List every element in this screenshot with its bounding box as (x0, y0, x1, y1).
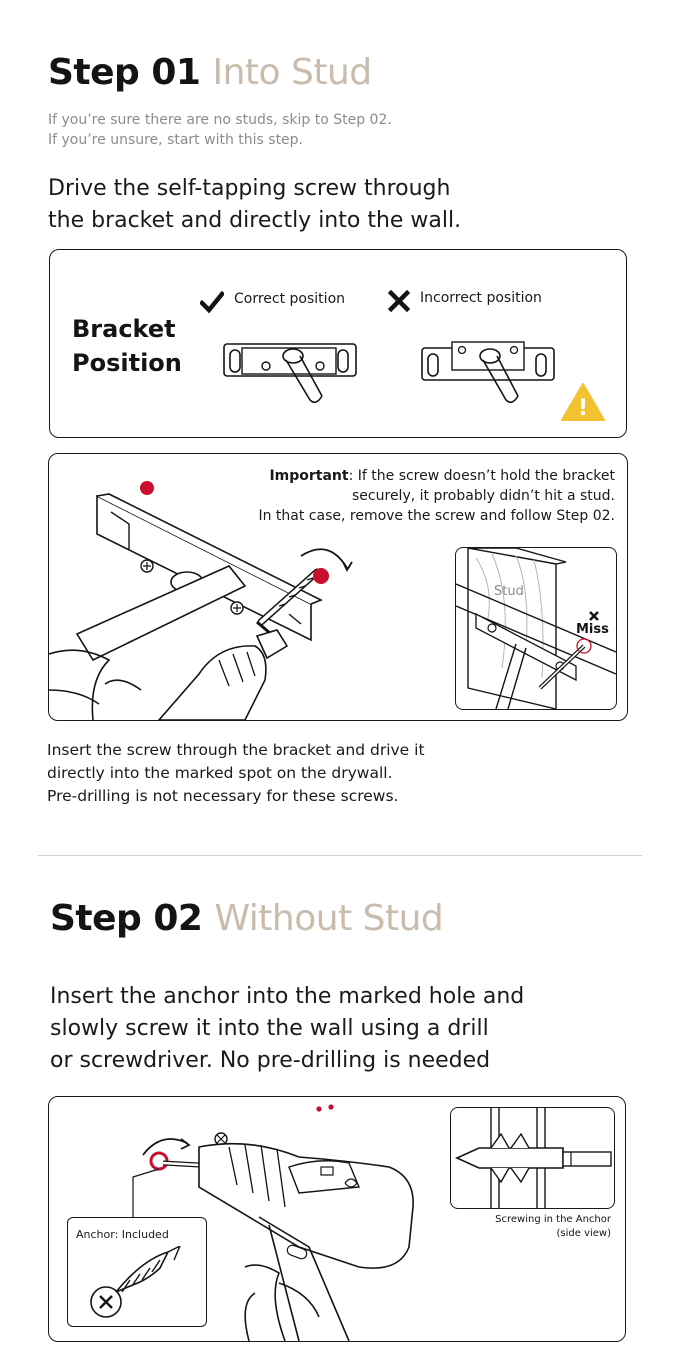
incorrect-position-label: Incorrect position (420, 290, 542, 306)
step2-title: Step 02 Without Stud (50, 898, 444, 939)
section-divider (38, 855, 642, 856)
incorrect-bracket-illustration (421, 341, 555, 404)
step1-lead: Drive the self-tapping screw through the… (48, 173, 461, 237)
drill-bracket-illustration (49, 481, 353, 720)
bracket-heading-line2: Position (72, 349, 182, 377)
step1-body-line2: directly into the marked spot on the dry… (47, 764, 393, 782)
stud-drill-panel: Important: If the screw doesn’t hold the… (48, 453, 628, 721)
check-icon (200, 290, 224, 314)
anchor-drill-illustration (132, 1104, 414, 1341)
important-line1: Important: If the screw doesn’t hold the… (258, 466, 615, 486)
stud-miss-inset: Stud Miss (455, 547, 617, 710)
anchor-rotate-arrow-icon (142, 1138, 188, 1156)
correct-bracket-illustration (223, 343, 357, 404)
step1-lead-line2: the bracket and directly into the wall. (48, 208, 462, 233)
anchor-icon (90, 1246, 181, 1318)
anchor-included-label: Anchor: Included (76, 1228, 169, 1241)
step1-body: Insert the screw through the bracket and… (47, 739, 425, 808)
x-icon (388, 290, 410, 312)
miss-label: Miss (576, 622, 609, 637)
step1-lead-line1: Drive the self-tapping screw through (48, 176, 451, 201)
stud-label: Stud (494, 584, 524, 599)
bracket-heading-line1: Bracket (72, 315, 176, 343)
anchor-included-inset: Anchor: Included (67, 1217, 207, 1327)
step2-lead-line1: Insert the anchor into the marked hole a… (50, 984, 525, 1009)
bracket-position-heading: Bracket Position (72, 312, 182, 380)
mark-dot (140, 481, 154, 495)
side-view-illustration (455, 1108, 612, 1208)
bracket-position-panel: Bracket Position Correct position Incorr… (49, 249, 627, 438)
important-text1: : If the screw doesn’t hold the bracket (348, 468, 615, 484)
step1-title: Step 01 Into Stud (48, 52, 372, 93)
x-mark-icon (589, 611, 599, 621)
side-caption-line1: Screwing in the Anchor (495, 1214, 611, 1225)
step2-lead-line2: slowly screw it into the wall using a dr… (50, 1016, 489, 1041)
step1-note-line1: If you’re sure there are no studs, skip … (48, 112, 392, 128)
important-label: Important (269, 468, 349, 484)
side-view-inset (450, 1107, 615, 1209)
step2-subtitle: Without Stud (214, 898, 444, 939)
step2-lead: Insert the anchor into the marked hole a… (50, 981, 524, 1077)
warning-icon: ! (561, 383, 605, 421)
warning-symbol: ! (578, 396, 588, 421)
step1-body-line1: Insert the screw through the bracket and… (47, 741, 425, 759)
step1-note-line2: If you’re unsure, start with this step. (48, 132, 304, 148)
side-caption-line2: (side view) (556, 1228, 612, 1239)
step2-number: Step 02 (50, 898, 203, 939)
important-line2: securely, it probably didn’t hit a stud. (352, 488, 615, 504)
correct-position-label: Correct position (234, 291, 346, 307)
step1-number: Step 01 (48, 52, 201, 93)
side-view-caption: Screwing in the Anchor (side view) (495, 1213, 611, 1241)
step2-lead-line3: or screwdriver. No pre-drilling is neede… (50, 1048, 491, 1073)
step1-note: If you’re sure there are no studs, skip … (48, 110, 392, 150)
rotate-arrow-icon (300, 548, 348, 569)
important-note: Important: If the screw doesn’t hold the… (258, 466, 615, 526)
step1-body-line3: Pre-drilling is not necessary for these … (47, 787, 399, 805)
step1-subtitle: Into Stud (212, 52, 373, 93)
anchor-drill-panel: Anchor: Included Screwing in the Anchor … (48, 1096, 626, 1342)
important-line3: In that case, remove the screw and follo… (258, 508, 615, 524)
stud-miss-illustration (456, 548, 616, 709)
